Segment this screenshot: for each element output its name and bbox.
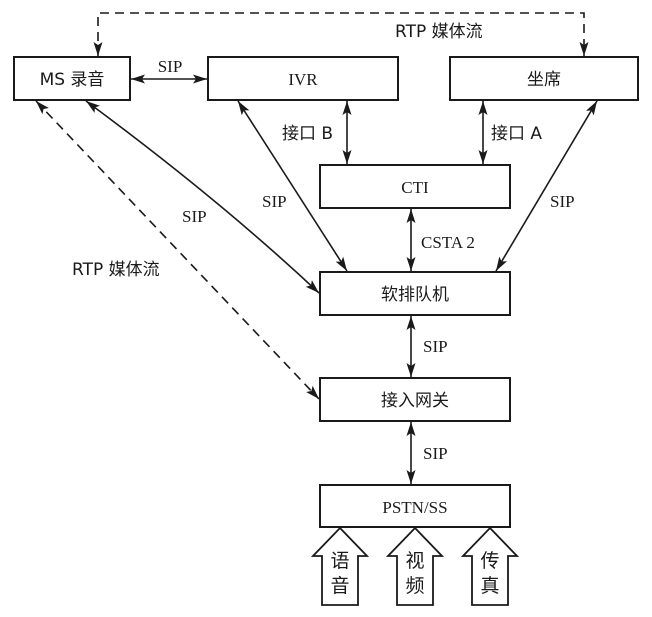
input-video-line2: 频 [405, 575, 424, 597]
edge-agent-queue-label: SIP [550, 192, 575, 211]
node-queue-label: 软排队机 [381, 285, 449, 305]
node-agent: 坐席 [449, 56, 639, 101]
node-soft-queue: 软排队机 [319, 271, 511, 316]
node-ms-label: MS 录音 [40, 70, 105, 90]
node-pstn-label: PSTN/SS [382, 498, 447, 517]
edge-ivr-queue-label: SIP [262, 192, 287, 211]
edge-ivr-cti-label: 接口 B [282, 124, 333, 144]
input-fax-arrow: 传 真 [460, 526, 520, 606]
rtp-top-label: RTP 媒体流 [395, 22, 483, 42]
input-fax-line1: 传 [480, 550, 499, 572]
edge-agent-queue [495, 100, 598, 272]
edge-queue-gateway-label: SIP [423, 337, 448, 356]
node-gateway-label: 接入网关 [381, 391, 449, 411]
input-voice-line2: 音 [330, 575, 349, 597]
node-ivr: IVR [207, 56, 399, 101]
node-cti-label: CTI [401, 178, 429, 197]
input-voice-line1: 语 [330, 550, 349, 572]
edge-ms-gateway-rtp [35, 100, 320, 400]
input-voice-arrow: 语 音 [310, 526, 370, 606]
node-pstn: PSTN/SS [319, 484, 511, 528]
input-fax-line2: 真 [480, 575, 499, 597]
input-video-arrow: 视 频 [385, 526, 445, 606]
edge-gateway-pstn-label: SIP [423, 444, 448, 463]
edge-ms-gateway-rtp-label: RTP 媒体流 [72, 260, 160, 280]
node-agent-label: 坐席 [527, 70, 561, 90]
edge-agent-cti-label: 接口 A [491, 124, 542, 144]
node-access-gateway: 接入网关 [319, 377, 511, 422]
node-cti: CTI [319, 164, 511, 209]
rtp-top-dashed-path [93, 12, 589, 56]
edge-cti-queue-label: CSTA 2 [421, 233, 475, 252]
edge-ms-ivr-label: SIP [158, 57, 183, 76]
node-ms-recording: MS 录音 [13, 56, 131, 101]
node-ivr-label: IVR [288, 70, 318, 89]
edge-ms-queue-label: SIP [182, 207, 207, 226]
input-video-line1: 视 [405, 550, 424, 572]
